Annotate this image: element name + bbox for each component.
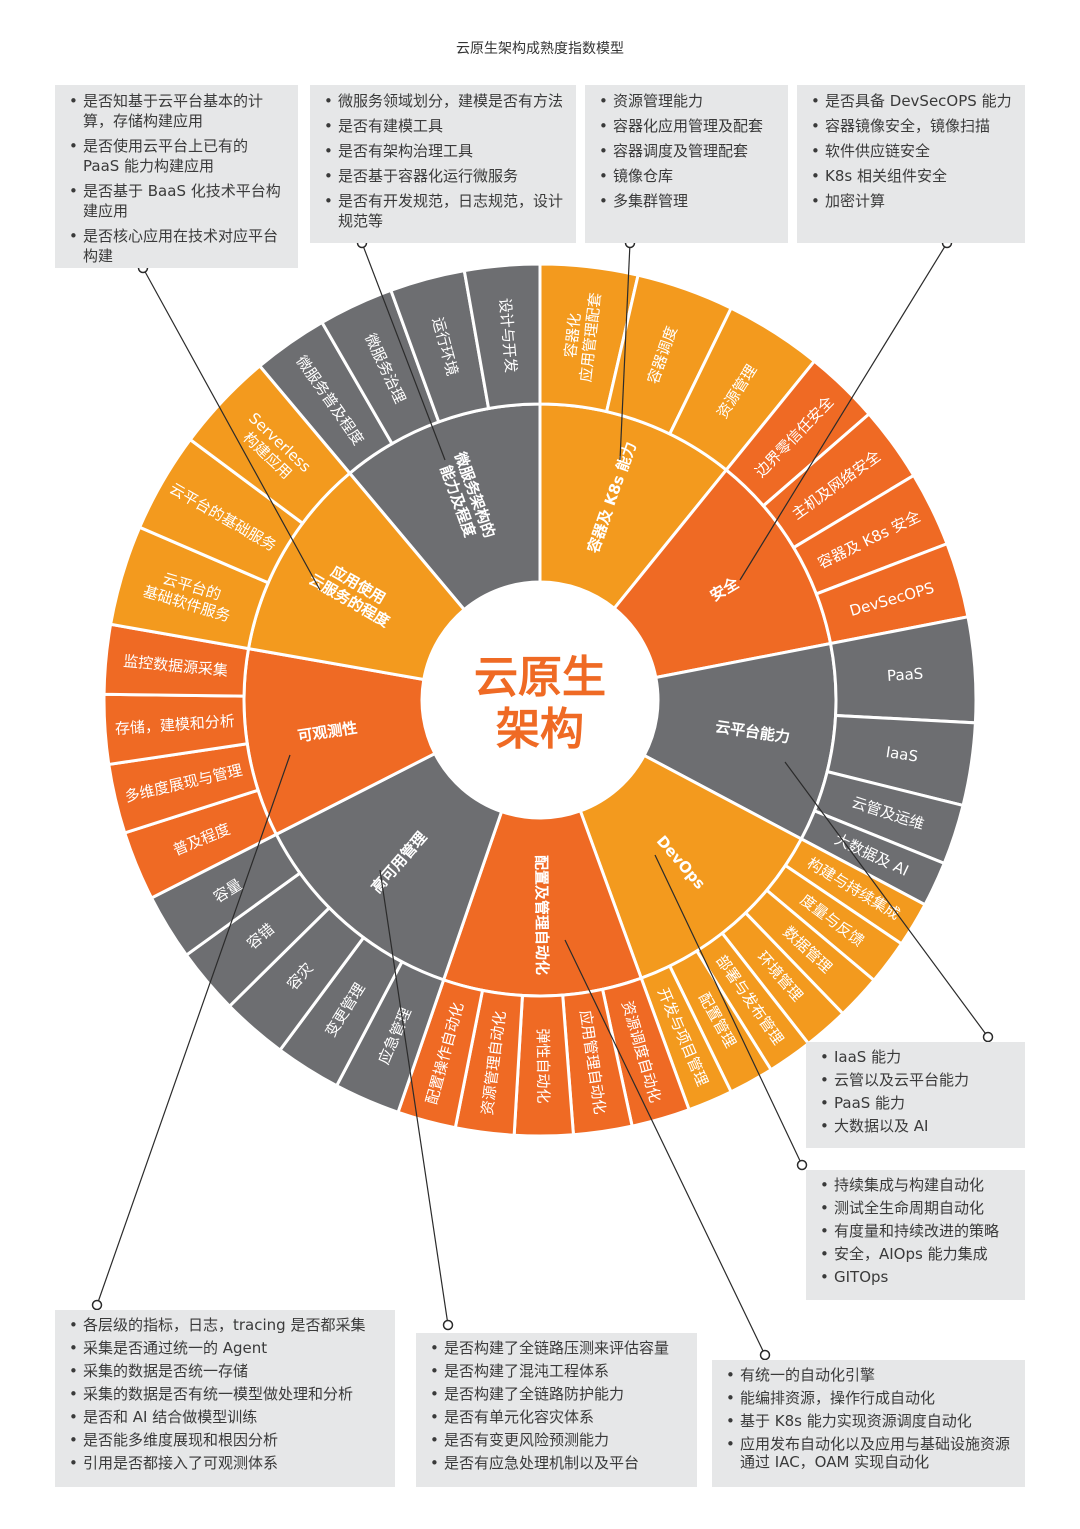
subsector-label: 弹性自动化 bbox=[534, 1028, 553, 1103]
bullet-item: 测试全生命周期自动化 bbox=[820, 1199, 1015, 1217]
bullet-item: K8s 相关组件安全 bbox=[811, 166, 1015, 186]
callout-line bbox=[379, 869, 449, 1326]
bullet-item: 能编排资源，操作行成自动化 bbox=[726, 1389, 1015, 1407]
subsector bbox=[188, 363, 352, 526]
center-title: 云原生 bbox=[474, 652, 606, 703]
bullet-item: 软件供应链安全 bbox=[811, 141, 1015, 161]
callout-dot bbox=[442, 1319, 454, 1331]
callout-dot bbox=[982, 1031, 994, 1043]
callout-box-high-availability: 是否构建了全链路压测来评估容量是否构建了混沌工程体系是否构建了全链路防护能力是否… bbox=[416, 1333, 697, 1487]
bullet-item: 是否使用云平台上已有的 PaaS 能力构建应用 bbox=[69, 136, 288, 176]
callout-line bbox=[361, 242, 446, 461]
callout-line bbox=[96, 754, 291, 1306]
bullet-item: 安全，AIOps 能力集成 bbox=[820, 1245, 1015, 1263]
bullet-item: PaaS 能力 bbox=[820, 1094, 1015, 1112]
bullet-item: 引用是否都接入了可观测体系 bbox=[69, 1454, 385, 1472]
bullet-item: 持续集成与构建自动化 bbox=[820, 1176, 1015, 1194]
callout-box-cloud-service: 是否知基于云平台基本的计算，存储构建应用是否使用云平台上已有的 PaaS 能力构… bbox=[55, 85, 298, 268]
bullet-item: 是否有架构治理工具 bbox=[324, 141, 566, 161]
bullet-item: 基于 K8s 能力实现资源调度自动化 bbox=[726, 1412, 1015, 1430]
bullet-item: 容器调度及管理配套 bbox=[599, 141, 778, 161]
bullet-item: 容器化应用管理及配套 bbox=[599, 116, 778, 136]
bullet-item: 是否能多维度展现和根因分析 bbox=[69, 1431, 385, 1449]
bullet-item: 是否具备 DevSecOPS 能力 bbox=[811, 91, 1015, 111]
bullet-item: 容器镜像安全，镜像扫描 bbox=[811, 116, 1015, 136]
bullet-item: 多集群管理 bbox=[599, 191, 778, 211]
callout-line bbox=[564, 939, 766, 1356]
bullet-item: 是否有单元化容灾体系 bbox=[430, 1408, 687, 1426]
callout-dot bbox=[759, 1349, 771, 1361]
callout-line bbox=[619, 242, 631, 461]
bullet-item: 是否有开发规范，日志规范，设计规范等 bbox=[324, 191, 566, 231]
bullet-item: 是否基于容器化运行微服务 bbox=[324, 166, 566, 186]
bullet-item: 是否核心应用在技术对应平台构建 bbox=[69, 226, 288, 266]
bullet-item: 是否知基于云平台基本的计算，存储构建应用 bbox=[69, 91, 288, 131]
bullet-item: 采集的数据是否有统一模型做处理和分析 bbox=[69, 1385, 385, 1403]
bullet-item: 是否构建了全链路防护能力 bbox=[430, 1385, 687, 1403]
bullet-item: 微服务领域划分，建模是否有方法 bbox=[324, 91, 566, 111]
callout-box-container: 资源管理能力容器化应用管理及配套容器调度及管理配套镜像仓库多集群管理 bbox=[585, 85, 788, 243]
diagram-title: 云原生架构成熟度指数模型 bbox=[456, 41, 624, 57]
bullet-item: IaaS 能力 bbox=[820, 1048, 1015, 1066]
bullet-item: 有统一的自动化引擎 bbox=[726, 1366, 1015, 1384]
subsector-label: IaaS bbox=[885, 743, 920, 766]
bullet-item: 是否构建了混沌工程体系 bbox=[430, 1362, 687, 1380]
bullet-item: 大数据以及 AI bbox=[820, 1117, 1015, 1135]
bullet-item: 是否基于 BaaS 化技术平台构建应用 bbox=[69, 181, 288, 221]
bullet-item: 镜像仓库 bbox=[599, 166, 778, 186]
callout-line bbox=[739, 242, 948, 581]
bullet-item: 采集是否通过统一的 Agent bbox=[69, 1339, 385, 1357]
bullet-item: 资源管理能力 bbox=[599, 91, 778, 111]
center-circle bbox=[422, 582, 658, 818]
callout-line bbox=[654, 854, 803, 1166]
bullet-item: 加密计算 bbox=[811, 191, 1015, 211]
callout-box-observability: 各层级的指标，日志，tracing 是否都采集采集是否通过统一的 Agent 采集… bbox=[55, 1310, 395, 1487]
sector-label: 配置及管理自动化 bbox=[532, 855, 551, 975]
bullet-item: 各层级的指标，日志，tracing 是否都采集 bbox=[69, 1316, 385, 1334]
callout-box-automation: 有统一的自动化引擎能编排资源，操作行成自动化基于 K8s 能力实现资源调度自动化… bbox=[712, 1360, 1025, 1487]
bullet-item: 是否有变更风险预测能力 bbox=[430, 1431, 687, 1449]
bullet-item: 云管以及云平台能力 bbox=[820, 1071, 1015, 1089]
callout-line bbox=[784, 761, 989, 1038]
bullet-item: 是否和 AI 结合做模型训练 bbox=[69, 1408, 385, 1426]
bullet-item: 采集的数据是否统一存储 bbox=[69, 1362, 385, 1380]
callout-dot bbox=[91, 1299, 103, 1311]
bullet-item: 是否构建了全链路压测来评估容量 bbox=[430, 1339, 687, 1357]
subsector-label: PaaS bbox=[886, 664, 923, 684]
bullet-item: 有度量和持续改进的策略 bbox=[820, 1222, 1015, 1240]
callout-dot bbox=[796, 1159, 808, 1171]
bullet-item: 应用发布自动化以及应用与基础设施资源通过 IAC，OAM 实现自动化 bbox=[726, 1435, 1015, 1471]
bullet-item: 是否有建模工具 bbox=[324, 116, 566, 136]
callout-line bbox=[142, 267, 321, 591]
callout-box-devops: 持续集成与构建自动化测试全生命周期自动化有度量和持续改进的策略安全，AIOps … bbox=[806, 1170, 1025, 1300]
callout-box-cloud-platform: IaaS 能力云管以及云平台能力 PaaS 能力大数据以及 AI bbox=[806, 1042, 1025, 1148]
callout-box-security: 是否具备 DevSecOPS 能力容器镜像安全，镜像扫描软件供应链安全 K8s 相… bbox=[797, 85, 1025, 243]
bullet-item: GITOps bbox=[820, 1268, 1015, 1286]
center-title: 架构 bbox=[496, 704, 584, 755]
callout-box-microservice: 微服务领域划分，建模是否有方法是否有建模工具是否有架构治理工具是否基于容器化运行… bbox=[310, 85, 576, 243]
bullet-item: 是否有应急处理机制以及平台 bbox=[430, 1454, 687, 1472]
